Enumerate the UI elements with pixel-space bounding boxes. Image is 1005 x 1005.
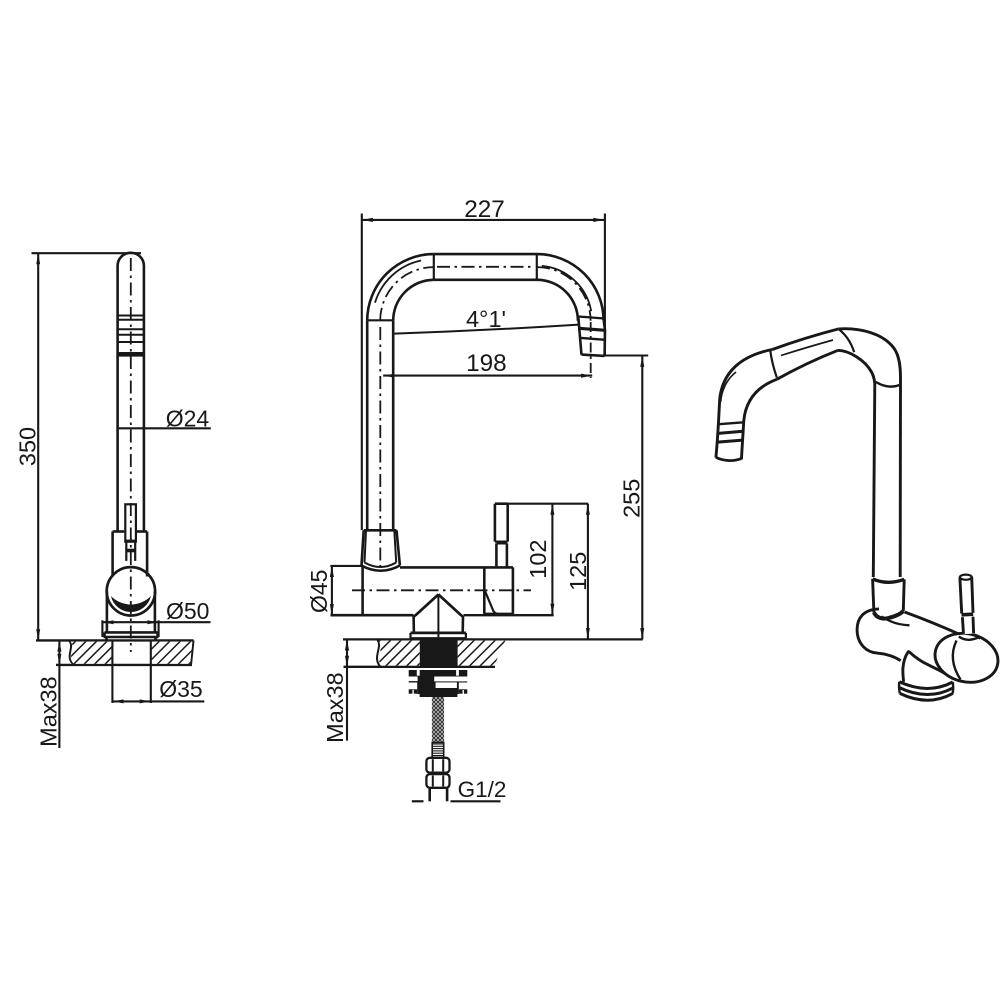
svg-text:125: 125	[565, 552, 591, 591]
svg-text:Ø24: Ø24	[166, 405, 210, 431]
svg-text:4°1': 4°1'	[466, 306, 506, 332]
svg-text:227: 227	[464, 196, 505, 223]
svg-text:198: 198	[466, 350, 507, 377]
svg-text:Max38: Max38	[322, 672, 348, 743]
svg-text:102: 102	[525, 539, 551, 578]
svg-text:G1/2: G1/2	[458, 777, 507, 802]
svg-text:Ø35: Ø35	[159, 676, 202, 702]
svg-text:Ø45: Ø45	[306, 570, 332, 613]
svg-text:Ø50: Ø50	[166, 598, 209, 624]
svg-text:Max38: Max38	[36, 676, 62, 747]
svg-text:350: 350	[15, 427, 41, 466]
svg-text:255: 255	[619, 479, 645, 518]
